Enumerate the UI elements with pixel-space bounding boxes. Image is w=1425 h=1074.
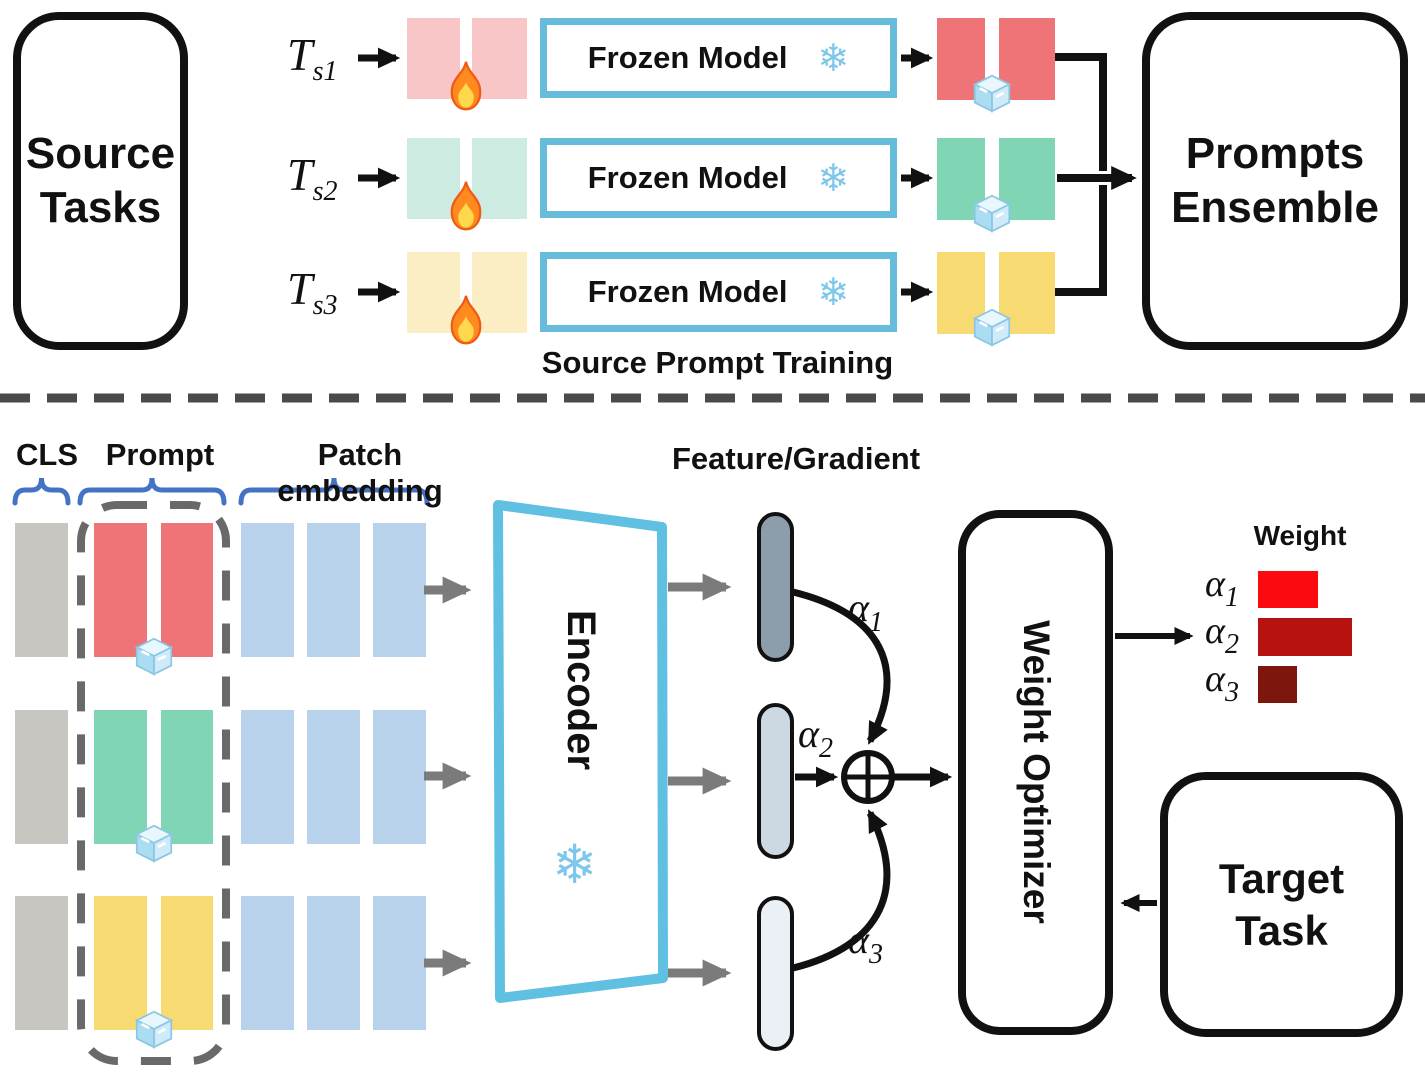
task-label-ts1: Ts1 <box>287 29 338 87</box>
feature-pill-1 <box>757 512 794 662</box>
weight-chart-title: Weight <box>1253 520 1347 551</box>
ensembled-prompt-pair-1 <box>94 523 213 657</box>
source-tasks-box: Source Tasks <box>13 12 188 350</box>
snowflake-icon: ❄ <box>552 833 598 896</box>
prompt-block <box>407 138 460 219</box>
cls-column-label: CLS <box>16 437 78 472</box>
frozen-model-box-3: Frozen Model ❄ <box>540 252 897 332</box>
cls-token-block <box>15 896 68 1030</box>
prompt-block <box>472 138 527 219</box>
prompt-block <box>94 896 147 1030</box>
source-tasks-label: Source Tasks <box>25 129 176 232</box>
task-label-ts2: Ts2 <box>287 149 338 207</box>
fire-icon <box>443 60 489 112</box>
patch-embedding-block <box>307 896 360 1030</box>
task-label-ts3: Ts3 <box>287 263 338 321</box>
encoder-label: Encoder <box>559 609 603 771</box>
alpha2-label: α2 <box>798 711 833 764</box>
prompt-block <box>407 252 460 333</box>
weight-bar-alpha2 <box>1258 618 1352 656</box>
patch-embedding-block <box>241 896 294 1030</box>
alpha1-label: α1 <box>848 585 883 638</box>
ice-cube-icon <box>131 633 177 679</box>
prompt-column-label: Prompt <box>105 437 215 472</box>
ice-cube-icon <box>131 820 177 866</box>
prompt-brace <box>77 477 227 506</box>
patch-embedding-block <box>241 710 294 844</box>
snowflake-icon: ❄ <box>817 156 850 200</box>
snowflake-icon: ❄ <box>817 36 850 80</box>
prompt-block <box>94 710 147 844</box>
fire-icon <box>443 294 489 346</box>
sum-circle-plus-icon <box>841 750 895 804</box>
prompt-block <box>161 896 213 1030</box>
weight-alpha2-label: α2 <box>1205 610 1239 660</box>
connector-trained1-to-trunk <box>1055 53 1107 171</box>
patch-embedding-block <box>307 710 360 844</box>
weight-optimizer-box <box>958 510 1113 1035</box>
prompt-block <box>161 710 213 844</box>
source-prompt-pair-3 <box>407 252 527 333</box>
trained-prompt-pair-2 <box>937 138 1055 220</box>
prompt-block <box>472 18 527 99</box>
prompts-ensemble-label: Prompts Ensemble <box>1171 129 1379 232</box>
feature-pill-3 <box>757 896 794 1051</box>
prompt-block <box>407 18 460 99</box>
prompt-block <box>472 252 527 333</box>
patch-embedding-block <box>373 523 426 657</box>
source-prompt-training-caption: Source Prompt Training <box>541 345 894 380</box>
feature-pill-2 <box>757 703 794 859</box>
prompt-block <box>94 523 147 657</box>
feature-gradient-label: Feature/Gradient <box>671 441 921 476</box>
target-task-label: Target Task <box>1218 855 1345 954</box>
ice-cube-icon <box>131 1006 177 1052</box>
frozen-model-box-1: Frozen Model ❄ <box>540 18 897 98</box>
cls-token-block <box>15 710 68 844</box>
ice-cube-icon <box>969 70 1015 116</box>
patch-embedding-block <box>307 523 360 657</box>
prompt-block <box>161 523 213 657</box>
patch-embedding-block <box>373 896 426 1030</box>
source-prompt-pair-2 <box>407 138 527 219</box>
patch-embedding-block <box>373 710 426 844</box>
weight-alpha1-label: α1 <box>1205 563 1239 613</box>
alpha3-label: α3 <box>848 917 883 970</box>
source-prompt-pair-1 <box>407 18 527 99</box>
snowflake-icon: ❄ <box>817 270 850 314</box>
fire-icon <box>443 180 489 232</box>
ensembled-prompt-pair-3 <box>94 896 213 1030</box>
weight-alpha3-label: α3 <box>1205 658 1239 708</box>
ensembled-prompt-pair-2 <box>94 710 213 844</box>
weight-bar-alpha1 <box>1258 571 1318 608</box>
connector-trained3-to-trunk <box>1055 185 1107 296</box>
patch-embedding-column-label: Patch embedding <box>277 437 443 508</box>
weight-optimizer-label: Weight Optimizer <box>1016 620 1057 924</box>
weight-bar-alpha3 <box>1258 666 1297 703</box>
target-task-box: Target Task <box>1160 772 1403 1037</box>
ice-cube-icon <box>969 304 1015 350</box>
ice-cube-icon <box>969 190 1015 236</box>
frozen-model-box-2: Frozen Model ❄ <box>540 138 897 218</box>
prompts-ensemble-box: Prompts Ensemble <box>1142 12 1408 350</box>
cls-brace <box>12 477 71 506</box>
cls-token-block <box>15 523 68 657</box>
patch-embedding-block <box>241 523 294 657</box>
